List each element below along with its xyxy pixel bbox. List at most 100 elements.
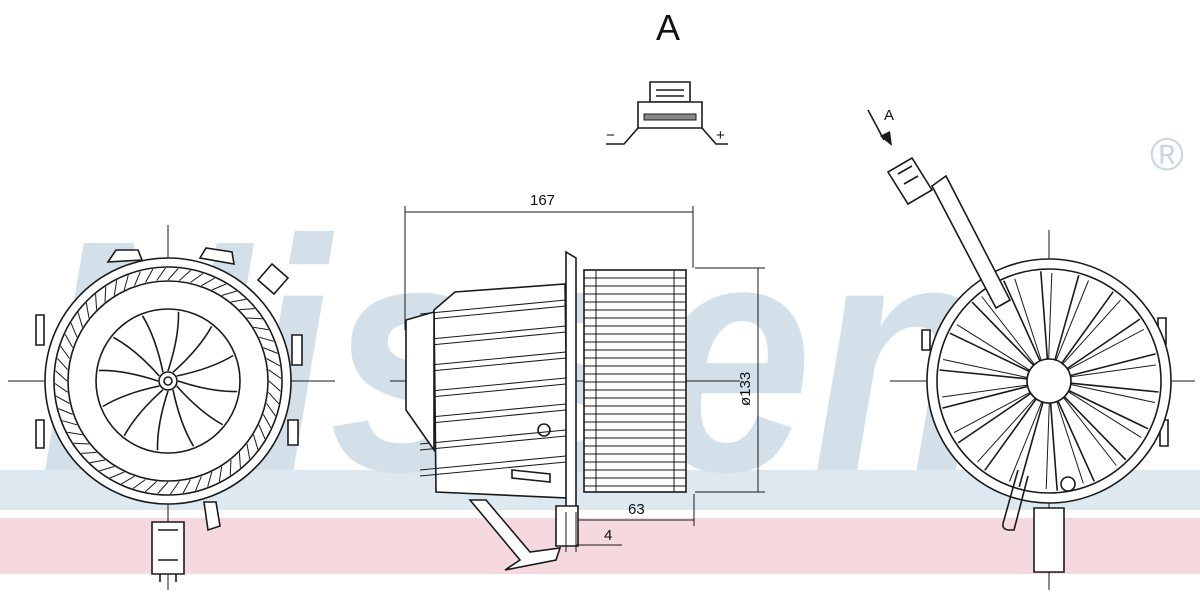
connector-plus: + [716,127,725,144]
front-blade [229,459,232,476]
front-blade [134,271,141,286]
rear-spoke-edge [1055,280,1089,361]
view-arrow-label: A [884,107,894,124]
front-hub-spoke [167,311,180,372]
front-hub-spoke [156,390,169,451]
dimension-length-label: 167 [530,192,555,209]
rear-spoke-edge [1067,328,1145,371]
front-blade [253,434,259,450]
front-connector-stub [256,262,290,296]
front-hub-spokes [98,311,238,451]
front-blade [268,391,280,405]
front-blade [120,475,135,485]
connector-head-lines [656,89,684,97]
rear-spoke-edge [1062,299,1121,365]
front-blade [167,268,179,281]
detail-a-title: A [656,7,680,48]
front-blade [266,358,281,367]
motor-rib [419,325,567,341]
front-blade [170,481,180,495]
dimension-length: 167 [404,192,694,330]
front-hub-spoke [176,354,234,377]
rear-cable [930,174,1012,310]
front-blade [89,459,106,464]
front-blade [266,403,276,417]
front-blade [246,443,251,460]
rear-spoke-edge [942,384,1028,398]
rear-plug-lines [897,165,919,185]
front-blade [55,395,70,404]
front-hub-spoke [123,389,164,437]
rear-spoke [1063,396,1127,461]
front-blade [56,357,68,371]
front-bottom-tab [203,501,221,532]
connector-leads [606,127,728,145]
motor-rib [419,357,567,373]
front-blade [238,452,241,468]
front-blade [62,420,78,426]
front-blade [182,479,191,494]
rear-hub [1026,358,1072,404]
motor-screw [537,423,551,437]
front-blade [145,268,154,283]
front-blade [144,481,158,493]
motor-rib [419,403,567,419]
front-blade [218,466,223,482]
front-hub-spoke [176,385,224,426]
motor-rib [419,305,567,321]
front-blade [156,267,166,281]
rear-spokes [939,271,1159,491]
dimension-wheel-depth-label: 63 [628,501,645,518]
rear-wire-left [1002,469,1029,531]
front-blade [67,431,83,436]
front-shaft [158,371,178,391]
front-housing-inner [53,266,283,496]
front-blade [109,471,125,479]
rear-spoke-edge [1014,278,1042,361]
front-blade [263,347,278,354]
motor-rib [419,377,567,393]
rear-spoke-edge [981,296,1035,365]
dimension-flange: 4 [565,512,622,552]
rear-view: A [867,107,1195,590]
rear-spoke [1018,401,1044,488]
rear-spoke-edge [1056,401,1084,484]
front-blade [54,383,68,393]
pink-band [0,518,1200,574]
connector-head [649,81,691,103]
rear-spoke-edge [943,359,1028,378]
registered-mark: ® [1150,128,1184,180]
view-arrow-shaft [867,109,885,141]
front-view [8,225,335,590]
blower-wheel [583,269,687,493]
front-blade [178,269,192,281]
motor-ribs [419,299,567,477]
connector-pin-strip [643,113,697,121]
rear-spoke [1003,280,1041,362]
wheel-slats [584,270,686,492]
front-lugs-left [35,314,45,449]
front-blade [239,308,255,311]
mounting-flange [565,250,577,514]
rear-spoke-edge [1009,401,1043,482]
front-blade [211,283,227,291]
front-blade [70,322,78,338]
rear-spoke-edge [956,324,1031,371]
front-blade [190,273,204,283]
view-arrow-head [880,131,892,146]
rear-spoke-edge [953,391,1031,434]
motor-rib [419,351,567,367]
front-wheel-blades [54,267,282,495]
rear-spoke [1061,291,1114,364]
dimension-wheel-depth: 63 [578,494,695,526]
front-blade [207,471,213,487]
front-blade [201,277,216,287]
front-connector-detail [158,529,178,582]
rear-spoke [971,301,1035,366]
front-hub-spoke [98,369,159,382]
rear-spoke-edge [977,397,1036,463]
front-blade [73,442,90,445]
rear-spoke-edge [1067,391,1142,438]
